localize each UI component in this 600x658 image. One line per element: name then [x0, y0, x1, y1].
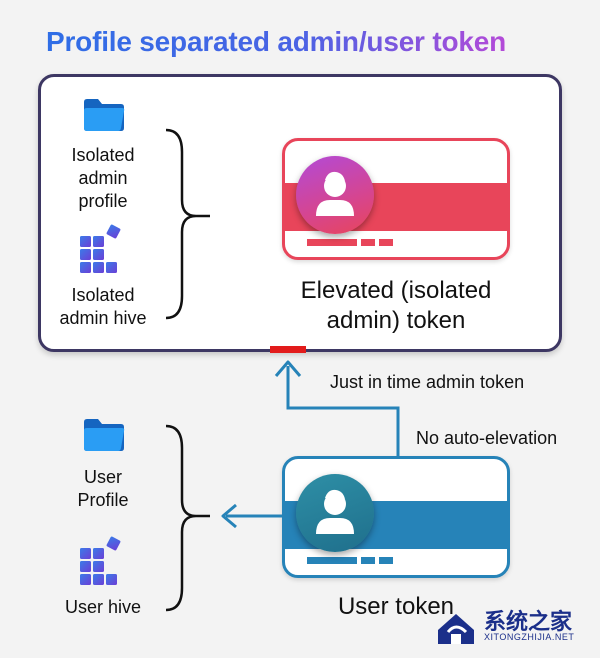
watermark-subtext: XITONGZHIJIA.NET	[484, 632, 575, 642]
site-watermark: 系统之家 XITONGZHIJIA.NET	[434, 604, 594, 650]
no-elevation-label: No auto-elevation	[416, 428, 558, 448]
token-dash	[379, 557, 393, 564]
admin-brace	[165, 128, 197, 320]
jit-label: Just in time admin token	[330, 372, 525, 392]
user-avatar-icon	[296, 156, 374, 234]
watermark-text: 系统之家	[484, 610, 573, 635]
user-arrow-head	[221, 503, 237, 529]
user-hive-label: User hive	[64, 597, 142, 617]
registry-hive-icon	[80, 224, 121, 273]
token-dash	[379, 239, 393, 246]
elevated-token-label: Elevated (isolated admin) token	[300, 277, 492, 334]
watermark-logo-icon	[438, 614, 474, 644]
folder-icon	[84, 99, 125, 131]
jit-marker	[270, 346, 306, 353]
user-avatar-icon	[296, 474, 374, 552]
user-token-label: User token	[337, 593, 455, 620]
token-dash	[307, 239, 357, 246]
admin-profile-label: Isolated admin profile	[71, 145, 135, 211]
user-profile-label: User Profile	[77, 467, 129, 510]
folder-icon	[84, 419, 125, 451]
jit-arrow-head	[274, 360, 302, 377]
user-brace	[165, 424, 197, 612]
jit-arrow-line	[286, 366, 400, 458]
admin-hive-label: Isolated admin hive	[59, 285, 147, 328]
token-dash	[361, 239, 375, 246]
token-dash	[361, 557, 375, 564]
diagram-title: Profile separated admin/user token	[46, 26, 507, 57]
token-dash	[307, 557, 357, 564]
registry-hive-icon	[80, 536, 121, 585]
